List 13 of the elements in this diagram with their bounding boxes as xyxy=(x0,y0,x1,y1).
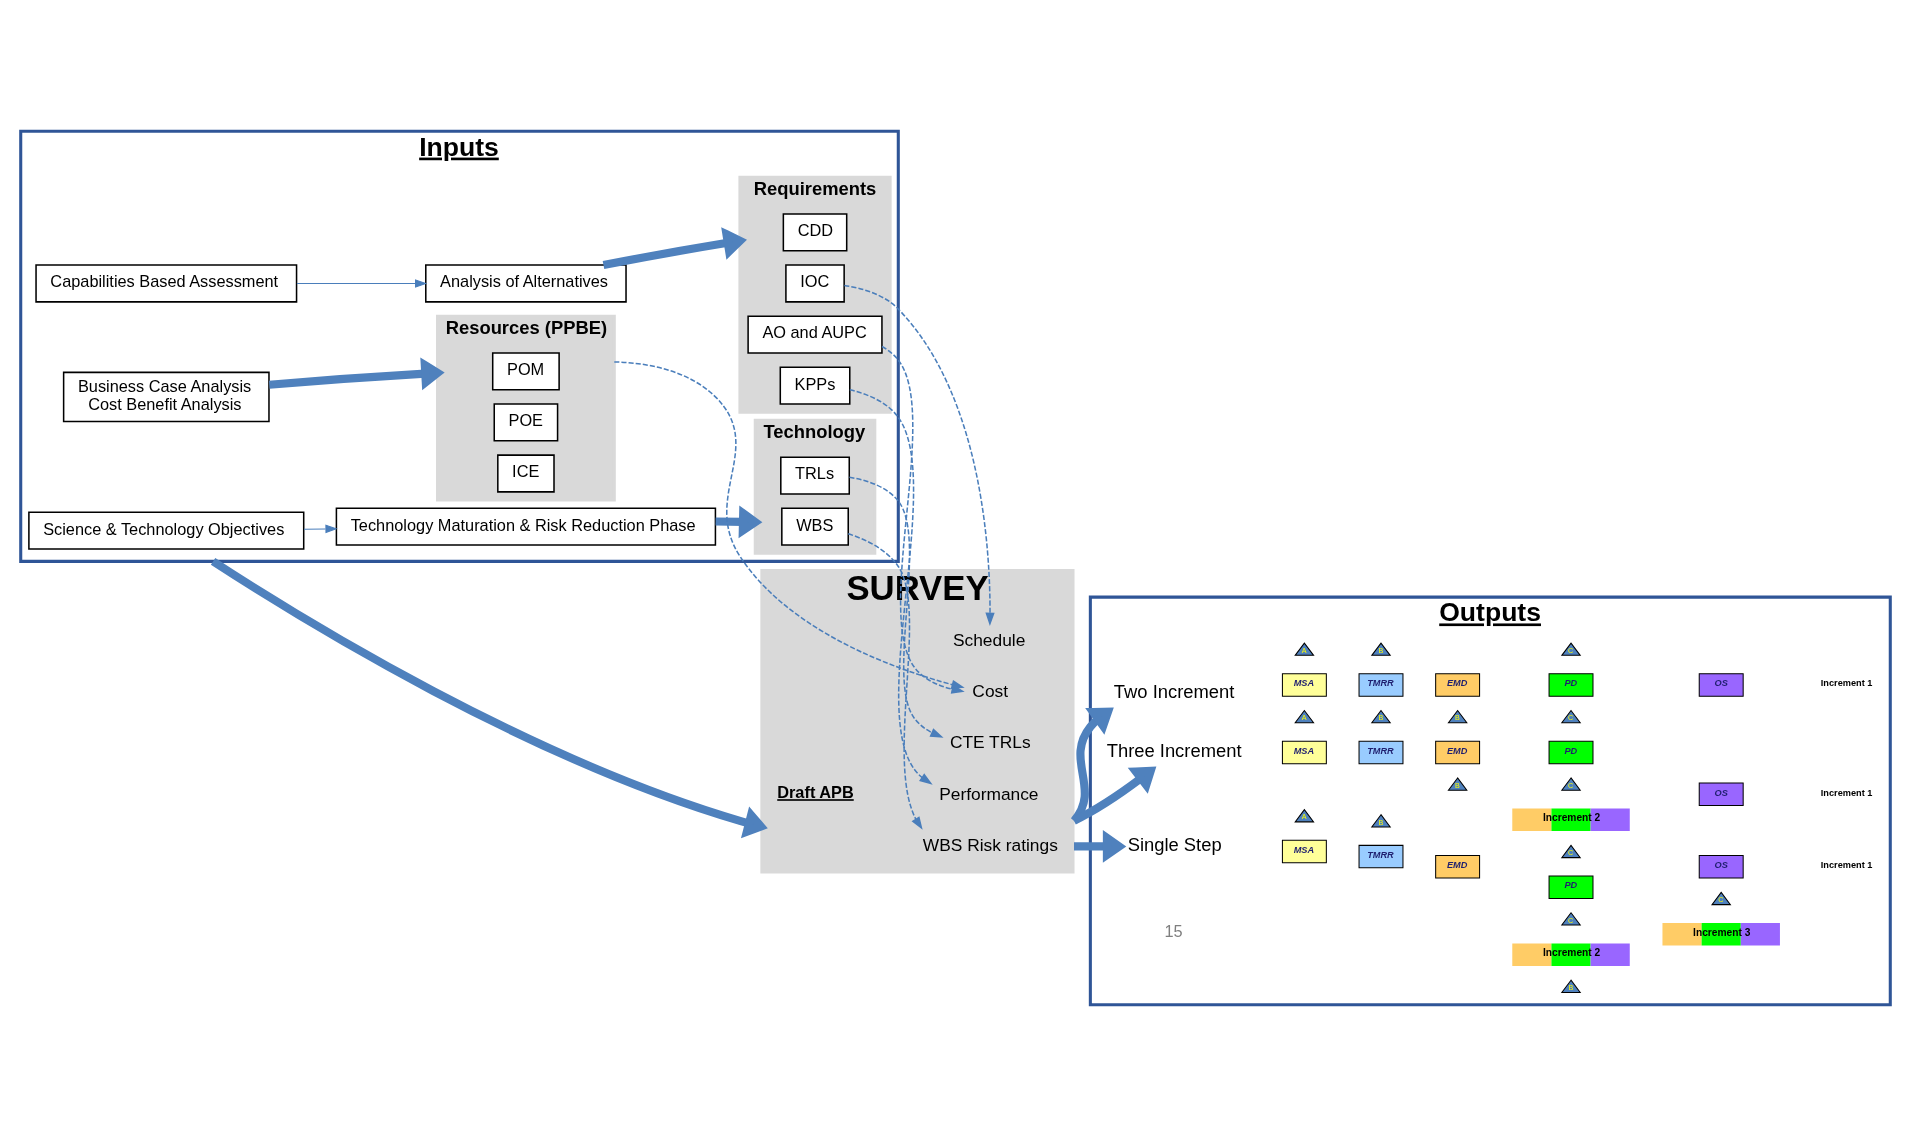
node-text: Cost xyxy=(972,680,1009,701)
node-text: WBS Risk ratings xyxy=(922,834,1058,855)
label: 15 xyxy=(1164,921,1183,940)
label: Draft APB xyxy=(777,782,854,801)
label: Increment 1 xyxy=(1820,677,1873,688)
node-text: Single Step xyxy=(1127,833,1222,855)
node-text: Performance xyxy=(939,783,1039,803)
label: Increment 1 xyxy=(1820,787,1873,798)
node-text: Two Increment xyxy=(1113,680,1235,702)
node-text: CTE TRLs xyxy=(949,731,1031,752)
node-text: Schedule xyxy=(952,629,1026,650)
node-text: Three Increment xyxy=(1106,739,1242,761)
label: Increment 1 xyxy=(1820,859,1873,870)
